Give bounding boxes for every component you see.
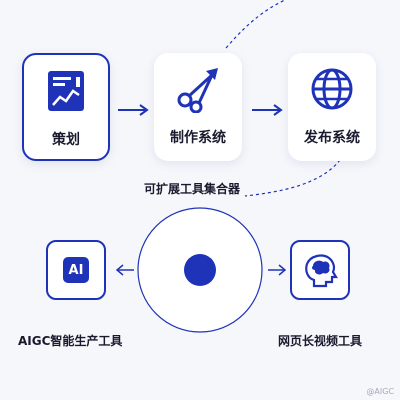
brain-head-icon — [305, 254, 338, 288]
production-card[interactable]: 制作系统 — [154, 53, 242, 161]
scissors-arrow-icon — [177, 68, 218, 113]
globe-icon — [311, 68, 353, 110]
publishing-label: 发布系统 — [304, 130, 360, 146]
aigc-tool-box[interactable]: AI — [46, 240, 106, 300]
hub-circle — [137, 207, 263, 333]
chart-document-icon — [48, 71, 84, 111]
publishing-card[interactable]: 发布系统 — [288, 53, 376, 161]
production-label: 制作系统 — [170, 130, 226, 146]
watermark: @AIGC — [366, 387, 394, 396]
toolset-caption: 可扩展工具集合器 — [144, 182, 241, 196]
aigc-caption: AIGC智能生产工具 — [18, 334, 123, 348]
hub-dot — [184, 254, 216, 286]
ai-icon: AI — [63, 257, 89, 283]
arrow-left-icon — [115, 264, 134, 276]
video-caption: 网页长视频工具 — [278, 334, 363, 348]
planning-label: 策划 — [52, 132, 80, 148]
arrow-right-icon — [118, 104, 149, 116]
arrow-right-icon — [268, 264, 287, 276]
video-tool-box[interactable] — [290, 240, 350, 300]
arrow-right-icon — [252, 104, 283, 116]
planning-card[interactable]: 策划 — [22, 53, 110, 161]
